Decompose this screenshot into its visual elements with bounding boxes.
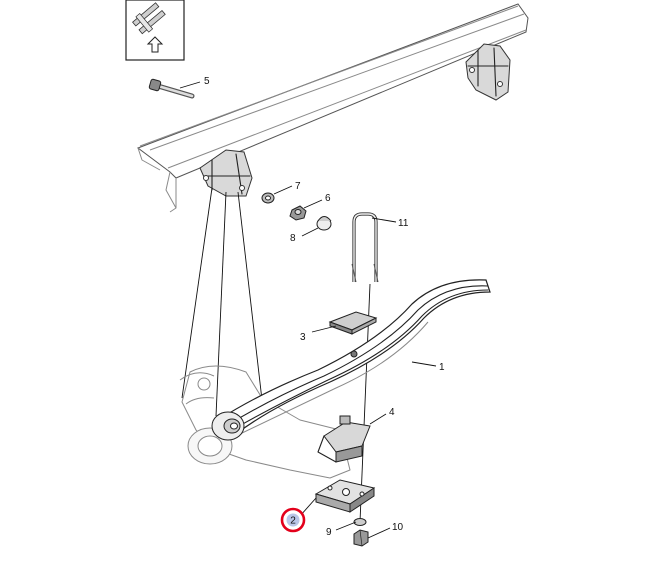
lower-plate [314, 479, 376, 513]
lower-nut [353, 529, 369, 547]
leaf-spring [211, 279, 491, 441]
u-bolt [351, 212, 379, 283]
cap-nut [316, 216, 332, 231]
callout-5[interactable]: 5 [204, 76, 210, 87]
bolt [148, 78, 195, 99]
washer [261, 192, 275, 204]
callout-7[interactable]: 7 [295, 181, 301, 192]
callout-4[interactable]: 4 [389, 407, 395, 418]
callout-10[interactable]: 10 [392, 522, 404, 533]
rear-spring-hanger [465, 43, 511, 101]
clamp-plate [328, 311, 378, 335]
chassis-frame-rail [136, 3, 529, 213]
vehicle-orientation-icon [125, 0, 185, 61]
callout-8[interactable]: 8 [290, 233, 296, 244]
lower-washer [353, 518, 367, 526]
callout-2[interactable]: 2 [290, 516, 296, 527]
callout-9[interactable]: 9 [326, 527, 332, 538]
nut [289, 205, 307, 221]
callout-1[interactable]: 1 [439, 362, 445, 373]
leader-lines [179, 81, 437, 539]
callout-3[interactable]: 3 [300, 332, 306, 343]
callout-11[interactable]: 11 [398, 218, 409, 229]
callout-6[interactable]: 6 [325, 193, 331, 204]
highlight-marker[interactable]: 2 [280, 507, 306, 533]
projection-lines [181, 187, 263, 417]
front-spring-hanger [199, 149, 253, 197]
spring-seat [317, 415, 371, 463]
